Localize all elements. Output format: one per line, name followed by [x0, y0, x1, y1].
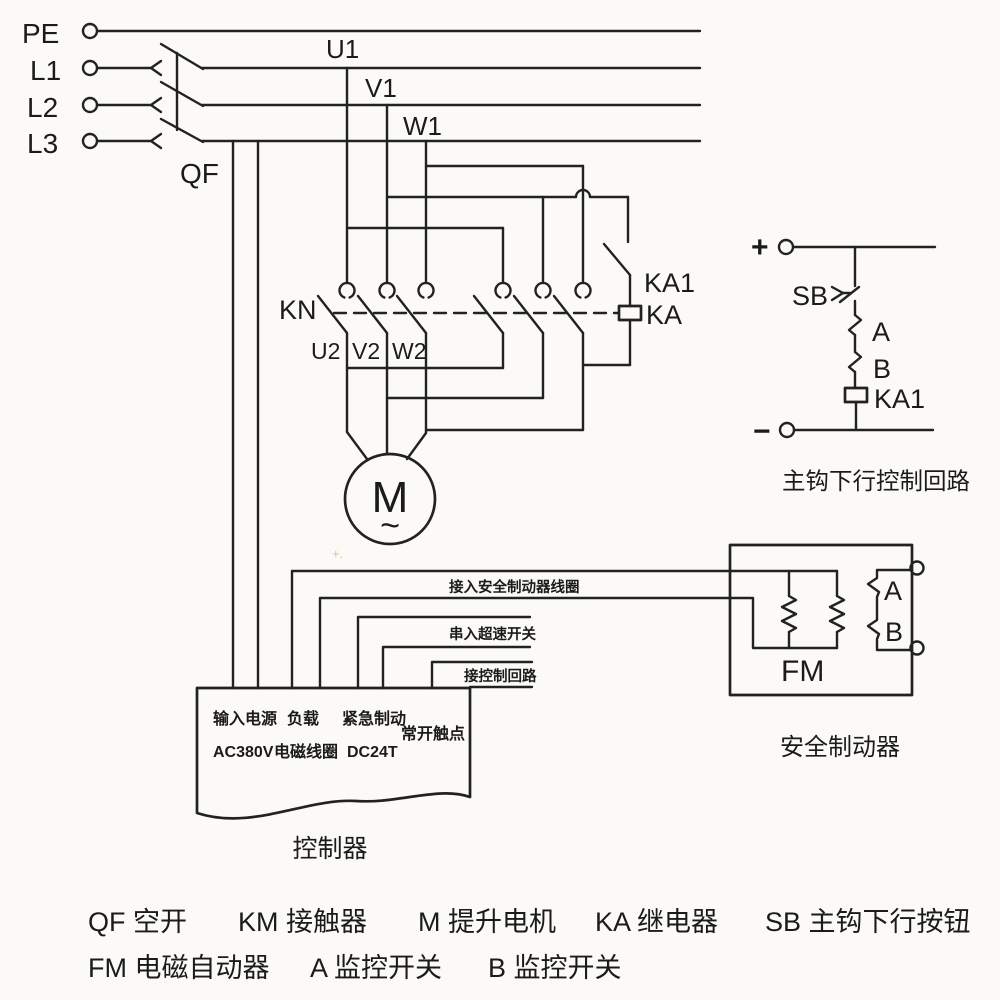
brake-switch-b-label: B — [885, 617, 903, 647]
switch-b-symbol — [847, 350, 863, 374]
overspeed-wire-bottom — [381, 645, 532, 690]
motor-section: M ~ +. — [332, 366, 585, 561]
contact-hooks — [338, 281, 592, 299]
l1-breaker-blade — [159, 42, 205, 71]
wire-label-overspeed: 串入超速开关 — [449, 625, 536, 643]
phase-drops: U1 V1 W1 — [326, 34, 630, 285]
l3-breaker-contact — [149, 132, 163, 150]
controller-terminal-load: 负载 — [287, 709, 319, 728]
fm-label: FM — [781, 655, 824, 688]
l3-breaker-blade — [159, 117, 205, 144]
v1-label: V1 — [365, 73, 397, 103]
w2-label: W2 — [392, 338, 427, 364]
w1-label: W1 — [403, 111, 442, 141]
overspeed-wire-top — [356, 615, 532, 690]
controller-spec-dc24t: DC24T — [347, 744, 398, 761]
u2-label: U2 — [311, 338, 340, 364]
sb-pushbutton — [830, 285, 861, 304]
legend-sb: SB 主钩下行按钮 — [765, 907, 971, 937]
pe-label: PE — [22, 18, 59, 49]
legend-m: M 提升电机 — [418, 907, 556, 937]
motor-symbol: M — [372, 473, 409, 522]
wire-label-control-loop: 接控制回路 — [464, 667, 537, 685]
minus-terminal-label: − — [753, 415, 771, 448]
ka1-contact-label: KA1 — [644, 268, 695, 298]
supply-buses: PE L1 L2 L3 QF — [22, 18, 702, 189]
switch-a-label: A — [872, 317, 890, 347]
contact-blades — [316, 294, 585, 335]
kn-contactor: KN U2 V2 W2 — [279, 281, 620, 456]
breaker-label: QF — [180, 158, 219, 189]
l3-terminal — [81, 132, 99, 150]
ka1-contact-blade — [602, 242, 632, 277]
legend: QF 空开 KM 接触器 M 提升电机 KA 继电器 SB 主钩下行按钮 FM … — [88, 907, 971, 983]
minus-terminal — [778, 421, 796, 439]
brake-coil-wire-top — [290, 569, 839, 690]
controller-caption: 控制器 — [292, 835, 367, 863]
monitor-switch-block — [866, 568, 914, 652]
control-circuit-caption: 主钩下行控制回路 — [782, 468, 970, 494]
controller-terminal-emergency-brake: 紧急制动 — [342, 709, 406, 728]
sb-label: SB — [792, 281, 828, 311]
brake-coil-wire-bottom — [318, 596, 839, 690]
monitor-terminal-bottom — [909, 640, 925, 656]
l1-breaker-contact — [149, 59, 163, 77]
contactor-label: KN — [279, 295, 317, 325]
ka1-coil-label: KA1 — [874, 384, 925, 414]
ka-relay: KA1 KA — [581, 242, 695, 367]
control-loop-wire-top — [430, 660, 534, 690]
plus-terminal-label: + — [751, 231, 769, 264]
ka1-coil — [843, 386, 869, 404]
plus-terminal — [777, 238, 795, 256]
ka-coil — [617, 304, 643, 322]
controller-spec-solenoid: 电磁线圈 — [274, 742, 338, 761]
legend-km: KM 接触器 — [238, 907, 367, 937]
l2-label: L2 — [27, 92, 58, 123]
switch-a-symbol — [847, 313, 863, 337]
l2-terminal — [81, 96, 99, 114]
controller-terminal-input-power: 输入电源 — [213, 709, 277, 728]
v2-label: V2 — [352, 338, 380, 364]
l2-breaker-contact — [149, 96, 163, 114]
motor-circle — [343, 452, 437, 546]
brake-coil-resistor-1 — [780, 569, 798, 650]
switch-b-label: B — [873, 354, 891, 384]
controller-terminal-no-contact: 常开触点 — [401, 724, 465, 743]
u1-label: U1 — [326, 34, 359, 64]
ka-coil-label: KA — [646, 300, 682, 330]
controller-box — [195, 686, 472, 820]
monitor-terminal-top — [909, 560, 925, 576]
scan-artifact: +. — [332, 546, 343, 561]
l2-breaker-blade — [159, 80, 205, 108]
legend-qf: QF 空开 — [88, 907, 187, 937]
motor-ac-symbol: ~ — [380, 507, 400, 545]
legend-b: B 监控开关 — [488, 953, 622, 983]
l3-label: L3 — [27, 128, 58, 159]
l1-terminal — [81, 59, 99, 77]
wire-label-brake-coil: 接入安全制动器线圈 — [449, 578, 580, 596]
v1-branch-with-hop — [385, 188, 630, 199]
l1-label: L1 — [30, 55, 61, 86]
controller-spec-ac380v: AC380V — [213, 744, 274, 761]
legend-a: A 监控开关 — [310, 953, 442, 983]
safety-brake-caption: 安全制动器 — [780, 734, 900, 761]
lowering-control-circuit: + SB − A B KA1 主钩下行控制回路 — [751, 231, 970, 494]
brake-coil-resistor-2 — [828, 569, 846, 650]
safety-brake-section: A B FM 安全制动器 — [728, 543, 925, 761]
brake-switch-a-label: A — [884, 576, 902, 606]
legend-ka: KA 继电器 — [595, 907, 718, 937]
controller-section: 接入安全制动器线圈 串入超速开关 接控制回路 输入电源 负载 紧急制动 常开触点… — [195, 139, 839, 863]
safety-brake-box — [728, 543, 914, 697]
pe-terminal — [81, 22, 99, 40]
legend-fm: FM 电磁自动器 — [88, 953, 270, 983]
